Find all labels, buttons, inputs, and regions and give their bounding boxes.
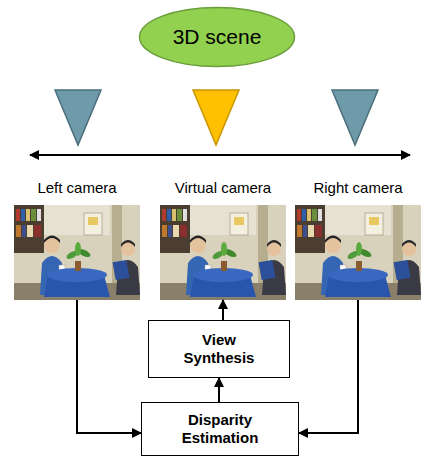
camera-image	[14, 205, 140, 300]
camera-label: Virtual camera	[160, 178, 286, 198]
flow-arrow	[299, 300, 358, 433]
flow-arrow	[77, 300, 141, 433]
camera-symbol	[332, 90, 378, 145]
camera-image	[160, 205, 286, 300]
camera-symbol	[193, 90, 239, 145]
scene-ellipse: 3D scene	[138, 6, 296, 68]
camera-view: Left camera	[14, 178, 140, 300]
node-label: Disparity Estimation	[172, 411, 268, 447]
camera-symbol	[55, 90, 101, 145]
node-label: 3D scene	[173, 25, 262, 49]
camera-label: Right camera	[295, 178, 421, 198]
node-label: View Synthesis	[171, 331, 267, 367]
flow-arrow	[218, 378, 220, 402]
camera-label: Left camera	[14, 178, 140, 198]
flow-arrow	[222, 300, 224, 320]
process-box: View Synthesis	[148, 320, 290, 378]
camera-image	[295, 205, 421, 300]
baseline-arrow	[30, 154, 410, 156]
camera-view: Right camera	[295, 178, 421, 300]
camera-view: Virtual camera	[160, 178, 286, 300]
process-box: Disparity Estimation	[141, 402, 299, 456]
ellipse-shape	[140, 8, 295, 67]
